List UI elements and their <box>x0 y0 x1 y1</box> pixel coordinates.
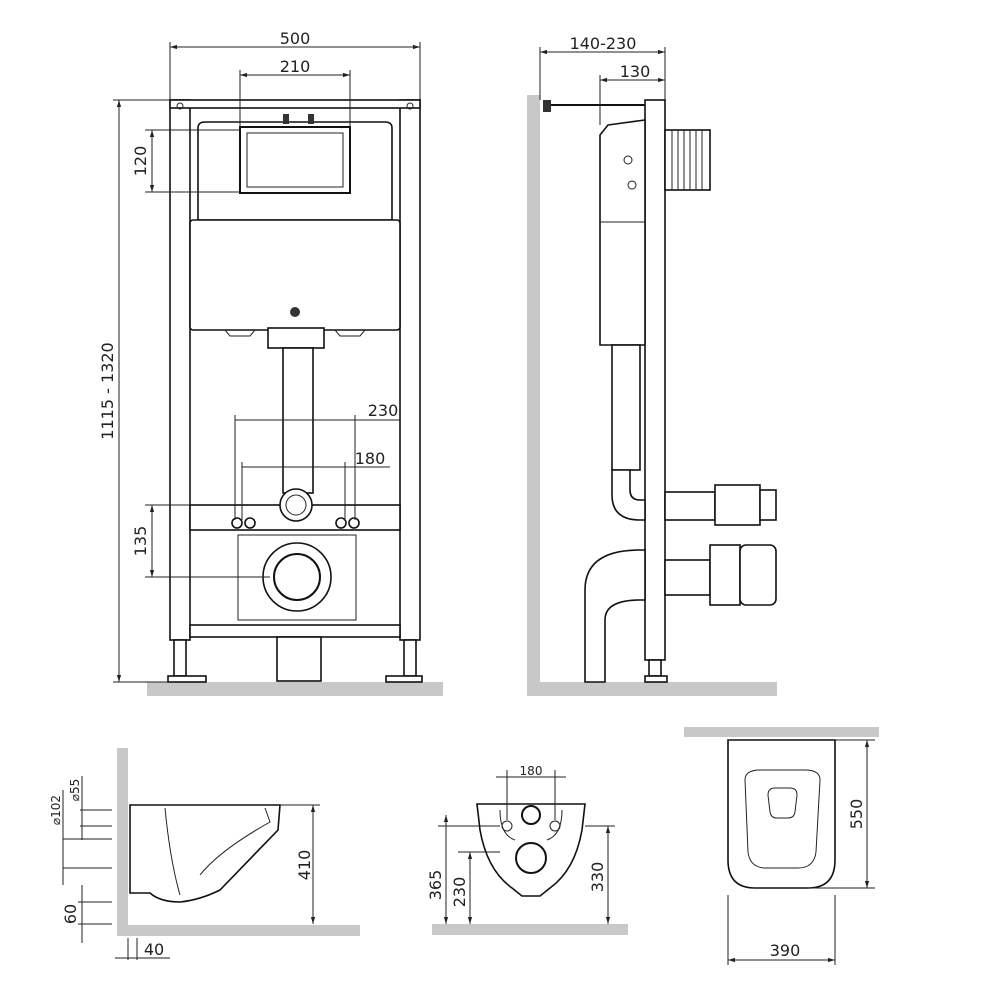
side-view: 140-230 130 <box>527 34 777 696</box>
dim-button-height: 120 <box>131 146 150 177</box>
dim-depth: 130 <box>620 62 651 81</box>
dim-studs-outer: 230 <box>368 401 399 420</box>
toilet-bowl-side <box>129 804 281 903</box>
dim-toilet-length: 550 <box>847 799 866 830</box>
dim-studs-inner: 180 <box>355 449 386 468</box>
floor <box>527 682 777 696</box>
dimension-lines <box>113 42 421 683</box>
dim-bolt-height: 330 <box>588 862 607 893</box>
dim-outlet-height-total: 365 <box>426 870 445 901</box>
dimension-lines <box>62 776 320 960</box>
toilet-side-view: ⌀55 ⌀102 60 40 410 <box>49 748 360 960</box>
dim-height-range: 1115 - 1320 <box>98 342 117 439</box>
flush-button-opening <box>239 126 351 194</box>
toilet-bowl-back <box>476 803 586 897</box>
toilet-bowl-top <box>727 739 836 889</box>
dim-bottom-offset: 60 <box>61 904 80 924</box>
cistern <box>189 114 401 349</box>
dim-dia-55: ⌀55 <box>68 779 82 802</box>
dim-toilet-height: 410 <box>295 850 314 881</box>
dim-lower-height: 230 <box>450 877 469 908</box>
dim-outlet-height: 135 <box>131 526 150 557</box>
dim-dia-102: ⌀102 <box>49 795 63 825</box>
toilet-back-view: 180 365 230 330 <box>426 764 628 935</box>
dim-button-width: 210 <box>280 57 311 76</box>
dim-toilet-width: 390 <box>770 941 801 960</box>
toilet-top-view: 550 390 <box>684 727 879 965</box>
dim-wall-gap: 40 <box>144 940 164 959</box>
dim-width: 500 <box>280 29 311 48</box>
wall <box>527 95 540 695</box>
dim-bolt-spacing: 180 <box>520 764 543 778</box>
dim-depth-range: 140-230 <box>570 34 637 53</box>
front-view: 500 210 120 1115 - 1320 230 180 135 <box>98 29 443 696</box>
floor <box>147 682 443 696</box>
